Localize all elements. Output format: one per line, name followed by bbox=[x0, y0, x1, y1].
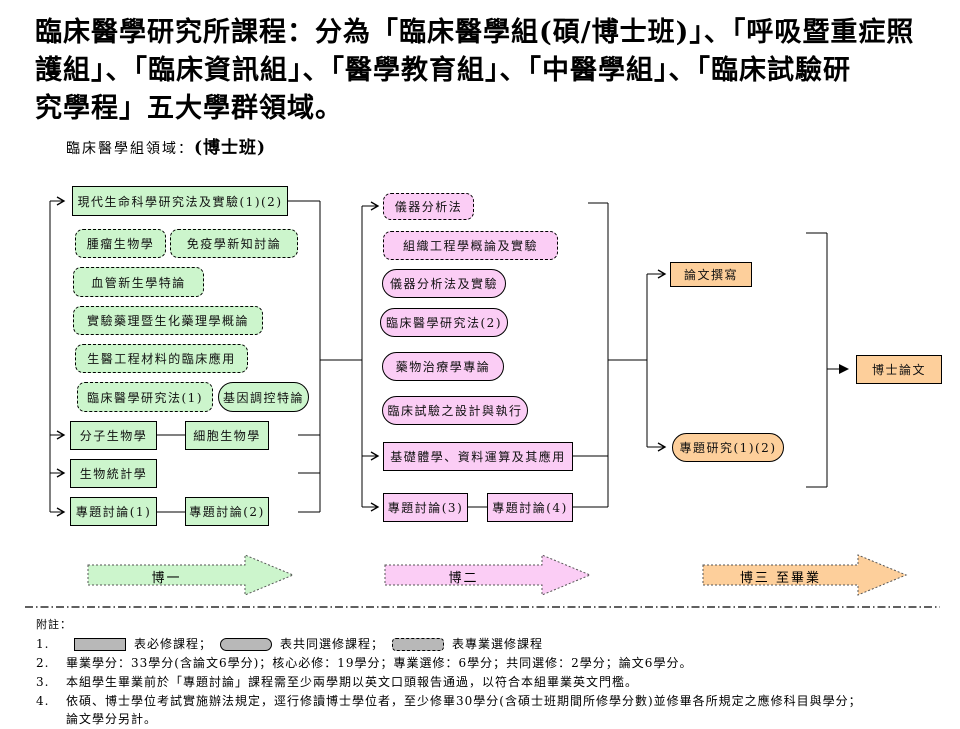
course-box-biostatistics: 生物統計學 bbox=[70, 459, 157, 488]
title-line-3: 究學程」五大學群領域。 bbox=[35, 93, 343, 124]
course-box-seminar-2: 專題討論(2) bbox=[185, 497, 269, 526]
legend-common-elective-label: 表共同選修課程； bbox=[280, 637, 385, 651]
course-box-seminar-1: 專題討論(1) bbox=[70, 497, 157, 526]
footnote-3-text: 本組學生畢業前於「專題討論」課程需至少兩學期以英文口頭報告通過，以符合本組畢業英… bbox=[66, 675, 639, 689]
course-box-clinical-trial-design: 臨床試驗之設計與執行 bbox=[382, 396, 528, 425]
legend-required-label: 表必修課程； bbox=[134, 637, 213, 651]
year2-input-spine bbox=[361, 201, 380, 512]
title-line-1: 臨床醫學研究所課程：分為「臨床醫學組(碩/博士班)」、「呼吸暨重症照 bbox=[35, 17, 915, 48]
course-box-special-research: 專題研究(1)(2) bbox=[672, 433, 784, 462]
section-subtitle: 臨床醫學組領域：(博士班) bbox=[66, 133, 266, 158]
stage-label-year3: 博三 至畢業 bbox=[739, 570, 822, 586]
course-box-seminar-3: 專題討論(3) bbox=[383, 493, 468, 522]
footnote-2-number: 2. bbox=[36, 656, 50, 670]
course-box-doctoral-thesis: 博士論文 bbox=[856, 355, 942, 384]
course-box-seminar-4: 專題討論(4) bbox=[487, 493, 573, 522]
footnote-3: 3. 本組學生畢業前於「專題討論」課程需至少兩學期以英文口頭報告通過，以符合本組… bbox=[36, 673, 956, 691]
subtitle-prefix: 臨床醫學組領域： bbox=[66, 141, 194, 157]
legend-professional-elective-swatch bbox=[392, 637, 445, 651]
subtitle-emphasis: (博士班) bbox=[194, 138, 267, 158]
course-box-immunology-seminar: 免疫學新知討論 bbox=[170, 229, 298, 258]
year1-course-links bbox=[157, 434, 185, 513]
stage-arrow-year2 bbox=[384, 554, 592, 596]
footnotes-heading: 附註： bbox=[36, 618, 72, 631]
year3-branch bbox=[646, 269, 667, 452]
course-box-instrument-analysis: 儀器分析法 bbox=[383, 193, 474, 220]
course-box-biomedical-materials: 生醫工程材料的臨床應用 bbox=[75, 344, 248, 373]
legend-common-elective-swatch bbox=[220, 637, 273, 651]
footnote-2-text: 畢業學分：33學分(含論文6學分)；核心必修：19學分；專業選修：6學分；共同選… bbox=[66, 656, 693, 670]
course-box-angiogenesis: 血管新生學特論 bbox=[73, 267, 204, 297]
course-box-cell-biology: 細胞生物學 bbox=[185, 421, 269, 450]
course-box-tissue-engineering: 組織工程學概論及實驗 bbox=[383, 231, 558, 260]
legend-professional-elective-label: 表專業選修課程 bbox=[452, 637, 544, 651]
footnote-4: 4. 依碩、博士學位考試實施辦法規定，逕行修讀博士學位者，至少修畢30學分(含碩… bbox=[36, 692, 956, 728]
footnote-4-text-line2: 論文學分另計。 bbox=[66, 712, 158, 726]
course-box-omics-data-computation: 基礎體學、資料運算及其應用 bbox=[383, 442, 573, 471]
course-box-clinical-research-2: 臨床醫學研究法(2) bbox=[380, 308, 508, 337]
thesis-bracket bbox=[806, 232, 849, 488]
stage-arrow-year3 bbox=[702, 554, 908, 596]
course-box-instrument-analysis-lab: 儀器分析法及實驗 bbox=[382, 269, 506, 298]
stage-arrow-year1 bbox=[87, 554, 295, 596]
stage-label-year1: 博一 bbox=[151, 570, 182, 586]
page-title: 臨床醫學研究所課程：分為「臨床醫學組(碩/博士班)」、「呼吸暨重症照 護組」、「… bbox=[35, 14, 935, 128]
course-box-clinical-research-1: 臨床醫學研究法(1) bbox=[77, 382, 213, 412]
course-box-molecular-biology: 分子生物學 bbox=[70, 421, 157, 450]
year1-collector-bracket bbox=[288, 200, 362, 513]
title-line-2: 護組」、「臨床資訊組」、「醫學教育組」、「中醫學組」、「臨床試驗研 bbox=[35, 55, 851, 86]
footnote-4-text-line1: 依碩、博士學位考試實施辦法規定，逕行修讀博士學位者，至少修畢30學分(含碩士班期… bbox=[66, 694, 862, 708]
stage-arrows bbox=[87, 554, 908, 596]
course-box-modern-life-science: 現代生命科學研究法及實驗(1)(2) bbox=[72, 186, 288, 216]
course-box-tumor-biology: 腫瘤生物學 bbox=[75, 229, 166, 258]
stage-label-year2: 博二 bbox=[448, 570, 479, 586]
footnote-4-number: 4. bbox=[36, 694, 50, 708]
year2-collector-bracket bbox=[572, 202, 647, 508]
year1-input-spine bbox=[49, 196, 66, 517]
footnote-1-number: 1. bbox=[36, 637, 50, 651]
footnotes: 附註： 1. 表必修課程； 表共同選修課程； 表專業選修課程 2. 畢業學分：3… bbox=[36, 616, 956, 729]
course-box-thesis-writing: 論文撰寫 bbox=[670, 262, 752, 287]
legend-required-swatch bbox=[74, 637, 126, 651]
footnote-1: 1. 表必修課程； 表共同選修課程； 表專業選修課程 bbox=[36, 635, 956, 653]
footnote-3-number: 3. bbox=[36, 675, 50, 689]
footnote-2: 2. 畢業學分：33學分(含論文6學分)；核心必修：19學分；專業選修：6學分；… bbox=[36, 654, 956, 672]
course-box-gene-regulation: 基因調控特論 bbox=[218, 382, 309, 412]
course-box-pharmacotherapy: 藥物治療學專論 bbox=[382, 352, 504, 381]
course-box-pharmacology-intro: 實驗藥理暨生化藥理學概論 bbox=[73, 306, 263, 335]
